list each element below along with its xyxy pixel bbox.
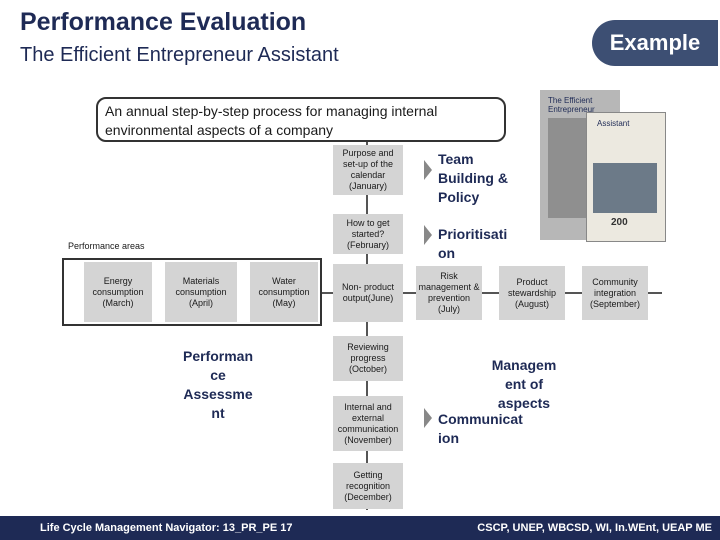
phase-arrow-team <box>424 160 432 180</box>
step-community-integration: Community integration (September) <box>582 266 648 320</box>
area-energy: Energy consumption (March) <box>84 262 152 322</box>
step-non-product-output: Non- product output(June) <box>333 264 403 322</box>
book-year: 200 <box>611 217 628 228</box>
book-title-front: Assistant <box>597 119 629 128</box>
step-getting-recognition: Getting recognition (December) <box>333 463 403 509</box>
phase-arrow-prioritisation <box>424 225 432 245</box>
step-reviewing-progress: Reviewing progress (October) <box>333 336 403 381</box>
page-title: Performance Evaluation <box>20 8 306 37</box>
area-water: Water consumption (May) <box>250 262 318 322</box>
step-risk-management: Risk management & prevention (July) <box>416 266 482 320</box>
performance-areas-label: Performance areas <box>68 241 145 251</box>
step-purpose: Purpose and set-up of the calendar (Janu… <box>333 145 403 195</box>
step-how-to-start: How to get started? (February) <box>333 214 403 254</box>
intro-box: An annual step-by-step process for manag… <box>96 97 506 142</box>
phase-management-of-aspects: Managem ent of aspects <box>484 356 564 413</box>
book-image-area <box>593 163 657 213</box>
step-product-stewardship: Product stewardship (August) <box>499 266 565 320</box>
page-subtitle: The Efficient Entrepreneur Assistant <box>20 44 339 67</box>
phase-arrow-communication <box>424 408 432 428</box>
step-communication: Internal and external communication (Nov… <box>333 396 403 451</box>
connector-vertical <box>366 140 368 510</box>
example-badge: Example <box>592 20 718 66</box>
footer-left-text: Life Cycle Management Navigator: 13_PR_P… <box>40 522 292 534</box>
book-cover-front: Assistant 200 <box>586 112 666 242</box>
phase-performance-assessment: Performan ce Assessme nt <box>176 347 260 423</box>
area-materials: Materials consumption (April) <box>165 262 237 322</box>
phase-prioritisation: Prioritisati on <box>438 225 522 263</box>
footer-right-text: CSCP, UNEP, WBCSD, WI, In.WEnt, UEAP ME <box>477 522 712 534</box>
footer-bar: Life Cycle Management Navigator: 13_PR_P… <box>0 516 720 540</box>
phase-team-building: Team Building & Policy <box>438 150 528 207</box>
phase-communication: Communicat ion <box>438 410 538 448</box>
